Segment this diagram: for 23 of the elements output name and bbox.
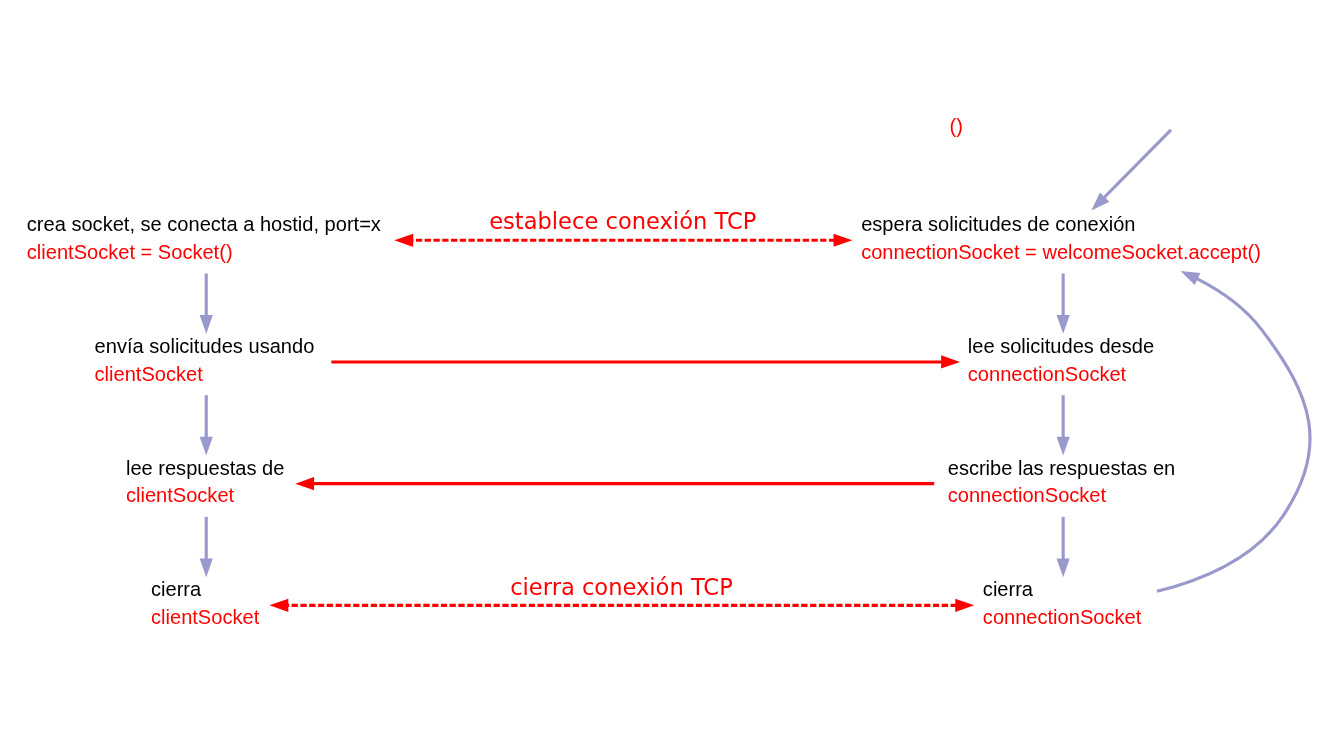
arrow [1056,394,1070,456]
arrow [295,476,935,490]
edge-label: establece conexión TCP [489,207,757,234]
arrow [199,394,213,456]
node-text: cierra connectionSocket [982,577,1142,628]
arrow [1056,272,1070,334]
node-text: lee respuestas de clientSocket [125,456,285,506]
arrow [1056,516,1070,577]
arrow [1156,270,1312,593]
node-text: crea socket, se conecta a hostid, port=x clientSocket = Socket() [26,212,381,263]
arrow [331,354,960,369]
node-text: espera solicitudes de conexión connectionSocket = welcomeSocket.accept() [861,212,1261,263]
node-text: envía solicitudes usando clientSocket [94,334,315,385]
arrow [394,233,853,247]
arrow [199,516,213,577]
arrow [1091,128,1173,210]
arrow [269,598,975,612]
node-text: cierra clientSocket [151,577,260,628]
edge-label: cierra conexión TCP [510,573,733,600]
arrow [199,272,213,334]
node-text: lee solicitudes desde connectionSocket [967,334,1155,385]
label: () [949,114,963,137]
node-text: escribe las respuestas en connectionSocket [947,456,1176,506]
